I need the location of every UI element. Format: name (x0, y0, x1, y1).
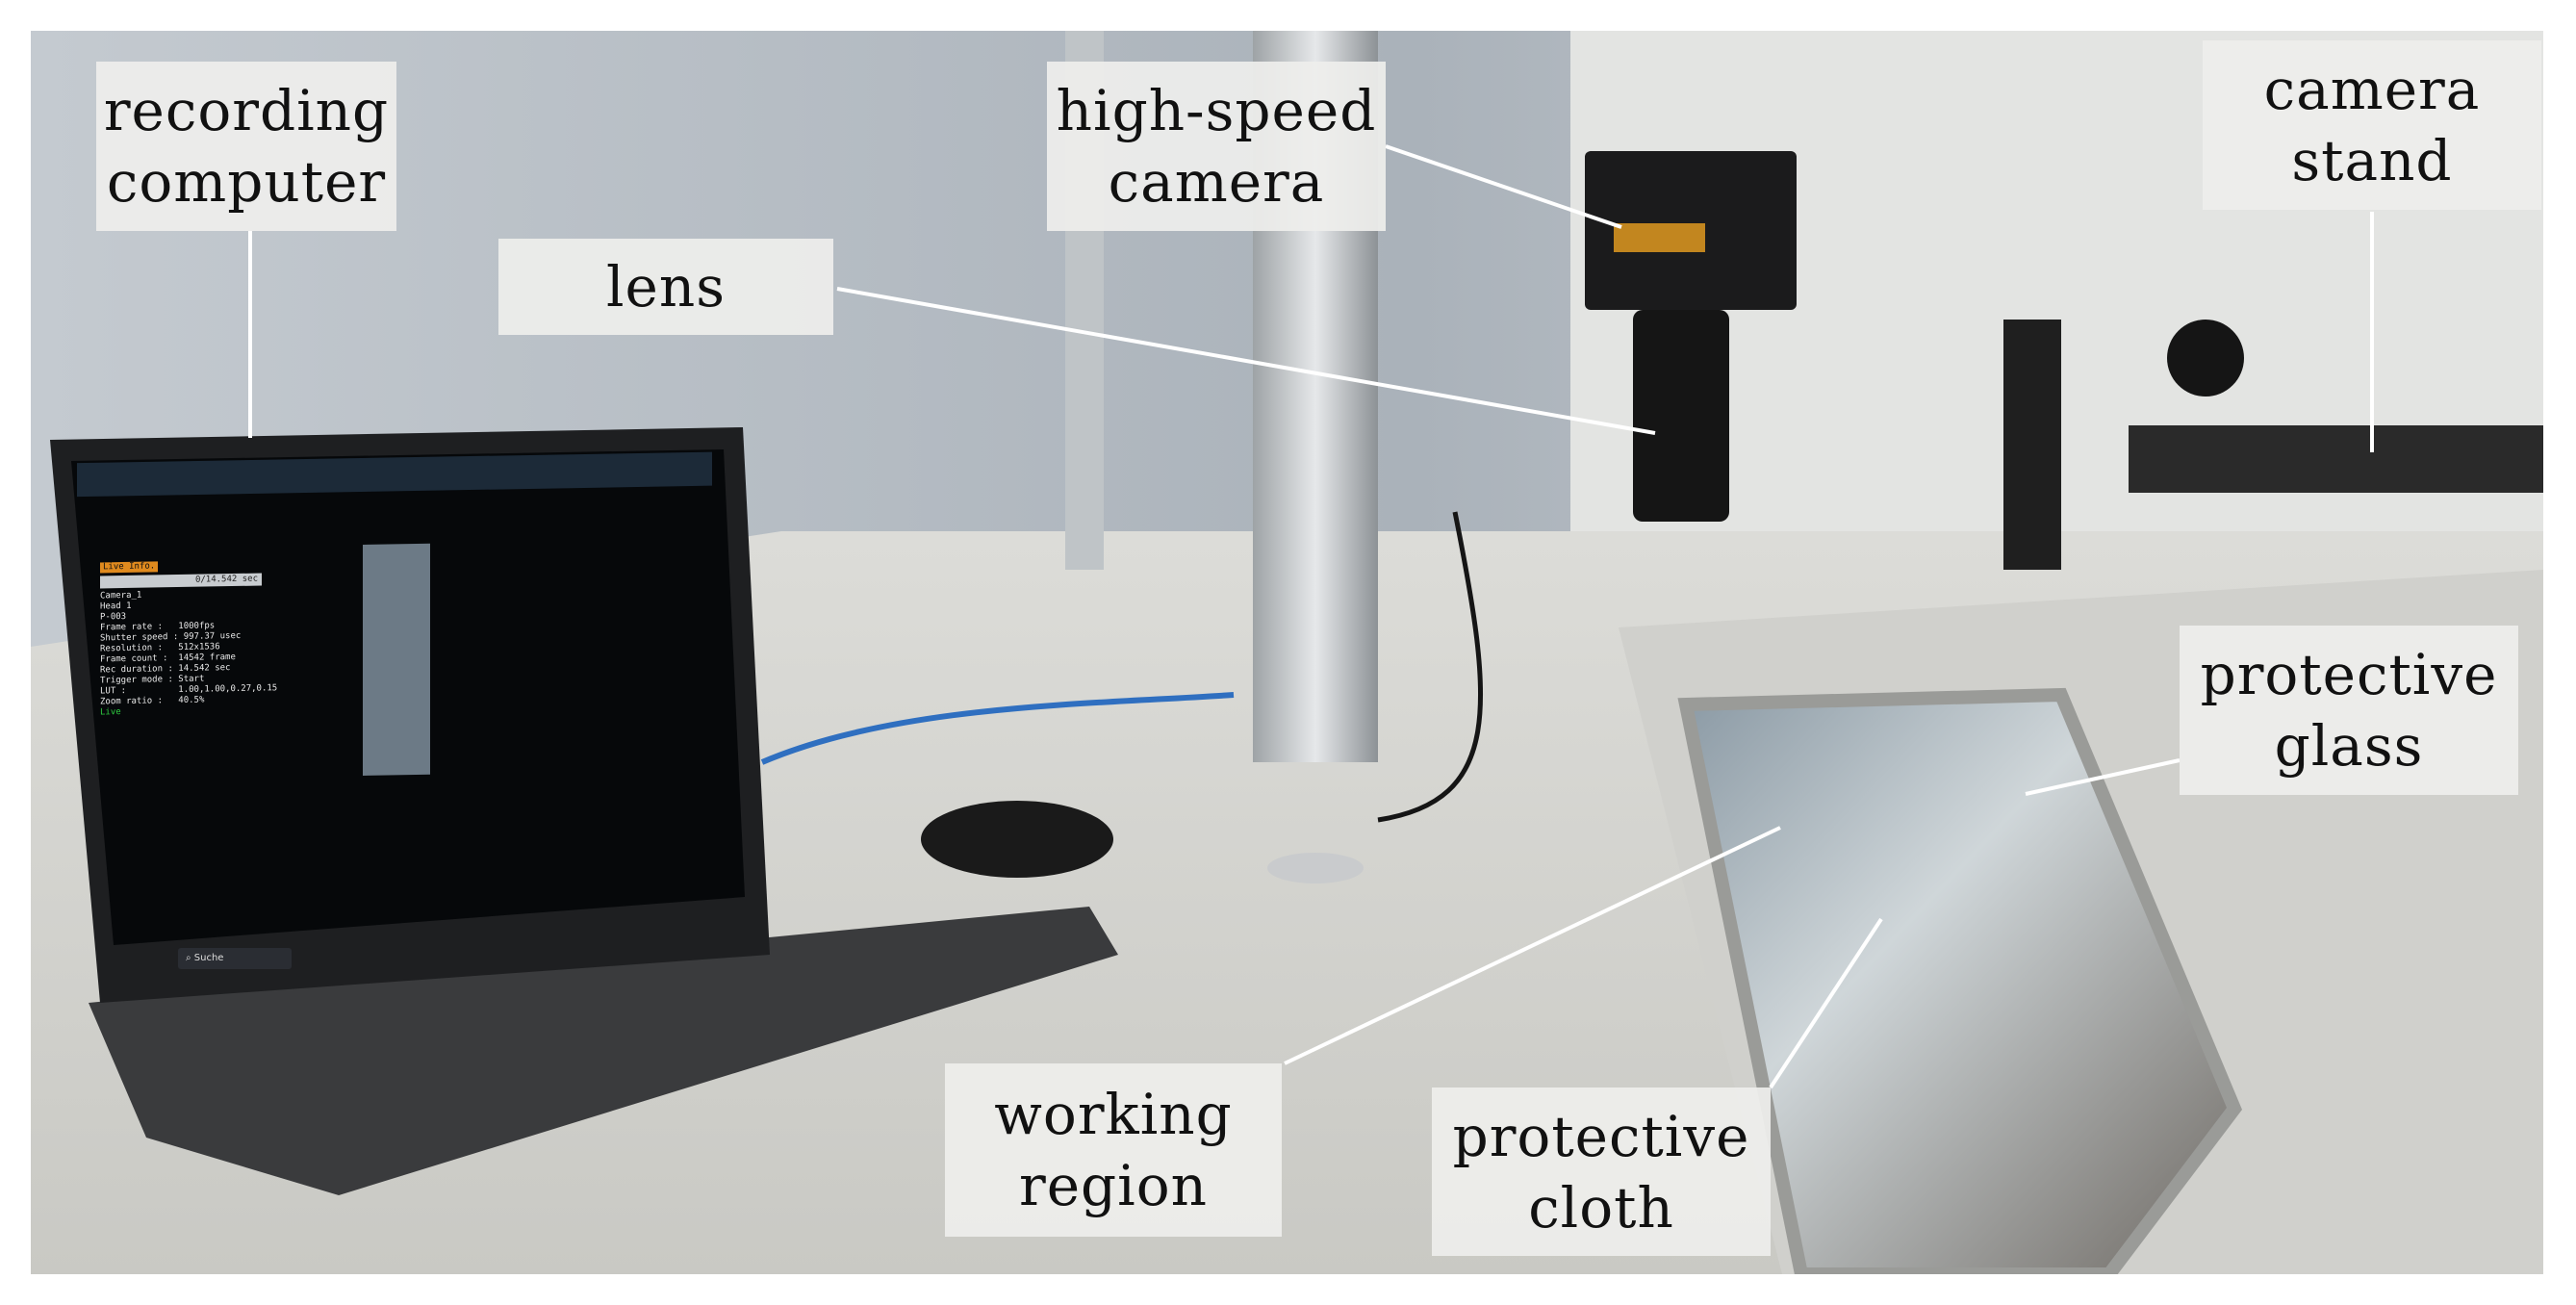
label-line: camera (2263, 57, 2481, 122)
lens-barrel (1633, 310, 1729, 522)
pole-foot (1267, 853, 1364, 883)
label-line: high-speed (1056, 78, 1377, 143)
taskbar-search: ⌕ Suche (178, 948, 292, 969)
label-line: glass (2274, 713, 2424, 779)
screen-live-view (363, 543, 430, 776)
black-cable (1377, 511, 1484, 823)
label-line: camera (1108, 149, 1325, 215)
stand-knob (2167, 320, 2244, 397)
label-line: lens (606, 254, 726, 320)
mouse (921, 801, 1113, 878)
camera-stand-arm (2129, 425, 2543, 493)
label-line: computer (106, 149, 387, 215)
label-line: protective (2200, 642, 2498, 707)
label-high-speed-camera: high-speed camera (1047, 62, 1386, 231)
live-info-title: Live Info. (100, 561, 159, 574)
screen-titlebar (77, 451, 712, 498)
label-line: region (1018, 1153, 1208, 1218)
blue-cable (760, 692, 1235, 765)
search-icon: ⌕ (186, 953, 194, 963)
label-line: cloth (1528, 1174, 1674, 1241)
camera-sensor-strip (1614, 223, 1705, 252)
label-line: recording (103, 78, 390, 143)
label-recording-computer: recording computer (96, 62, 396, 231)
timecode-bar: 0/14.542 sec (100, 573, 262, 589)
camera-stand-column (2003, 320, 2061, 570)
label-lens: lens (498, 239, 833, 335)
label-protective-glass: protective glass (2180, 626, 2518, 795)
taskbar-search-text: Suche (193, 953, 224, 963)
label-protective-cloth: protective cloth (1432, 1088, 1771, 1256)
label-line: working (994, 1082, 1233, 1147)
label-working-region: working region (945, 1063, 1282, 1237)
label-camera-stand: camera stand (2203, 40, 2541, 210)
protective-glass-window (1677, 687, 2243, 1274)
label-line: protective (1452, 1103, 1750, 1169)
label-line: stand (2291, 128, 2453, 193)
